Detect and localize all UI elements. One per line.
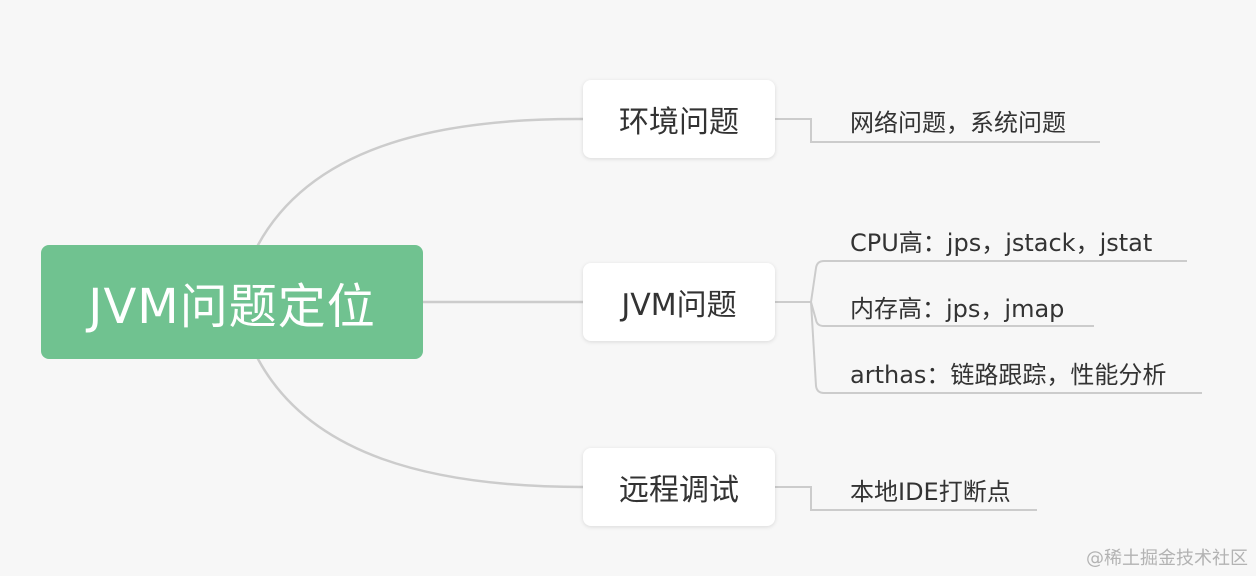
connector-root-to-branch-environment bbox=[256, 117, 585, 247]
leaf-cpu-high[interactable]: CPU高：jps，jstack，jstat bbox=[850, 229, 1153, 257]
watermark-text: @稀土掘金技术社区 bbox=[1086, 548, 1248, 569]
connector-jvm-to-leaf-cpu bbox=[810, 260, 1187, 303]
leaf-network-system[interactable]: 网络问题，系统问题 bbox=[850, 109, 1066, 137]
branch-node-jvm[interactable]: JVM问题 bbox=[583, 263, 775, 341]
connector-root-to-branch-remote bbox=[256, 357, 585, 489]
leaf-local-ide-breakpoint[interactable]: 本地IDE打断点 bbox=[850, 478, 1011, 506]
connector-jvm-to-leaf-arthas bbox=[810, 301, 1202, 394]
root-topic-node[interactable]: JVM问题定位 bbox=[41, 245, 423, 359]
leaf-arthas[interactable]: arthas：链路跟踪，性能分析 bbox=[850, 361, 1167, 389]
branch-node-environment[interactable]: 环境问题 bbox=[583, 80, 775, 158]
connector-environment-to-leaf bbox=[775, 118, 1100, 143]
connector-remote-to-leaf bbox=[775, 486, 1037, 511]
leaf-memory-high[interactable]: 内存高：jps，jmap bbox=[850, 295, 1065, 323]
branch-node-remote-debug[interactable]: 远程调试 bbox=[583, 448, 775, 526]
connector-jvm-to-leaf-memory bbox=[810, 301, 1094, 327]
